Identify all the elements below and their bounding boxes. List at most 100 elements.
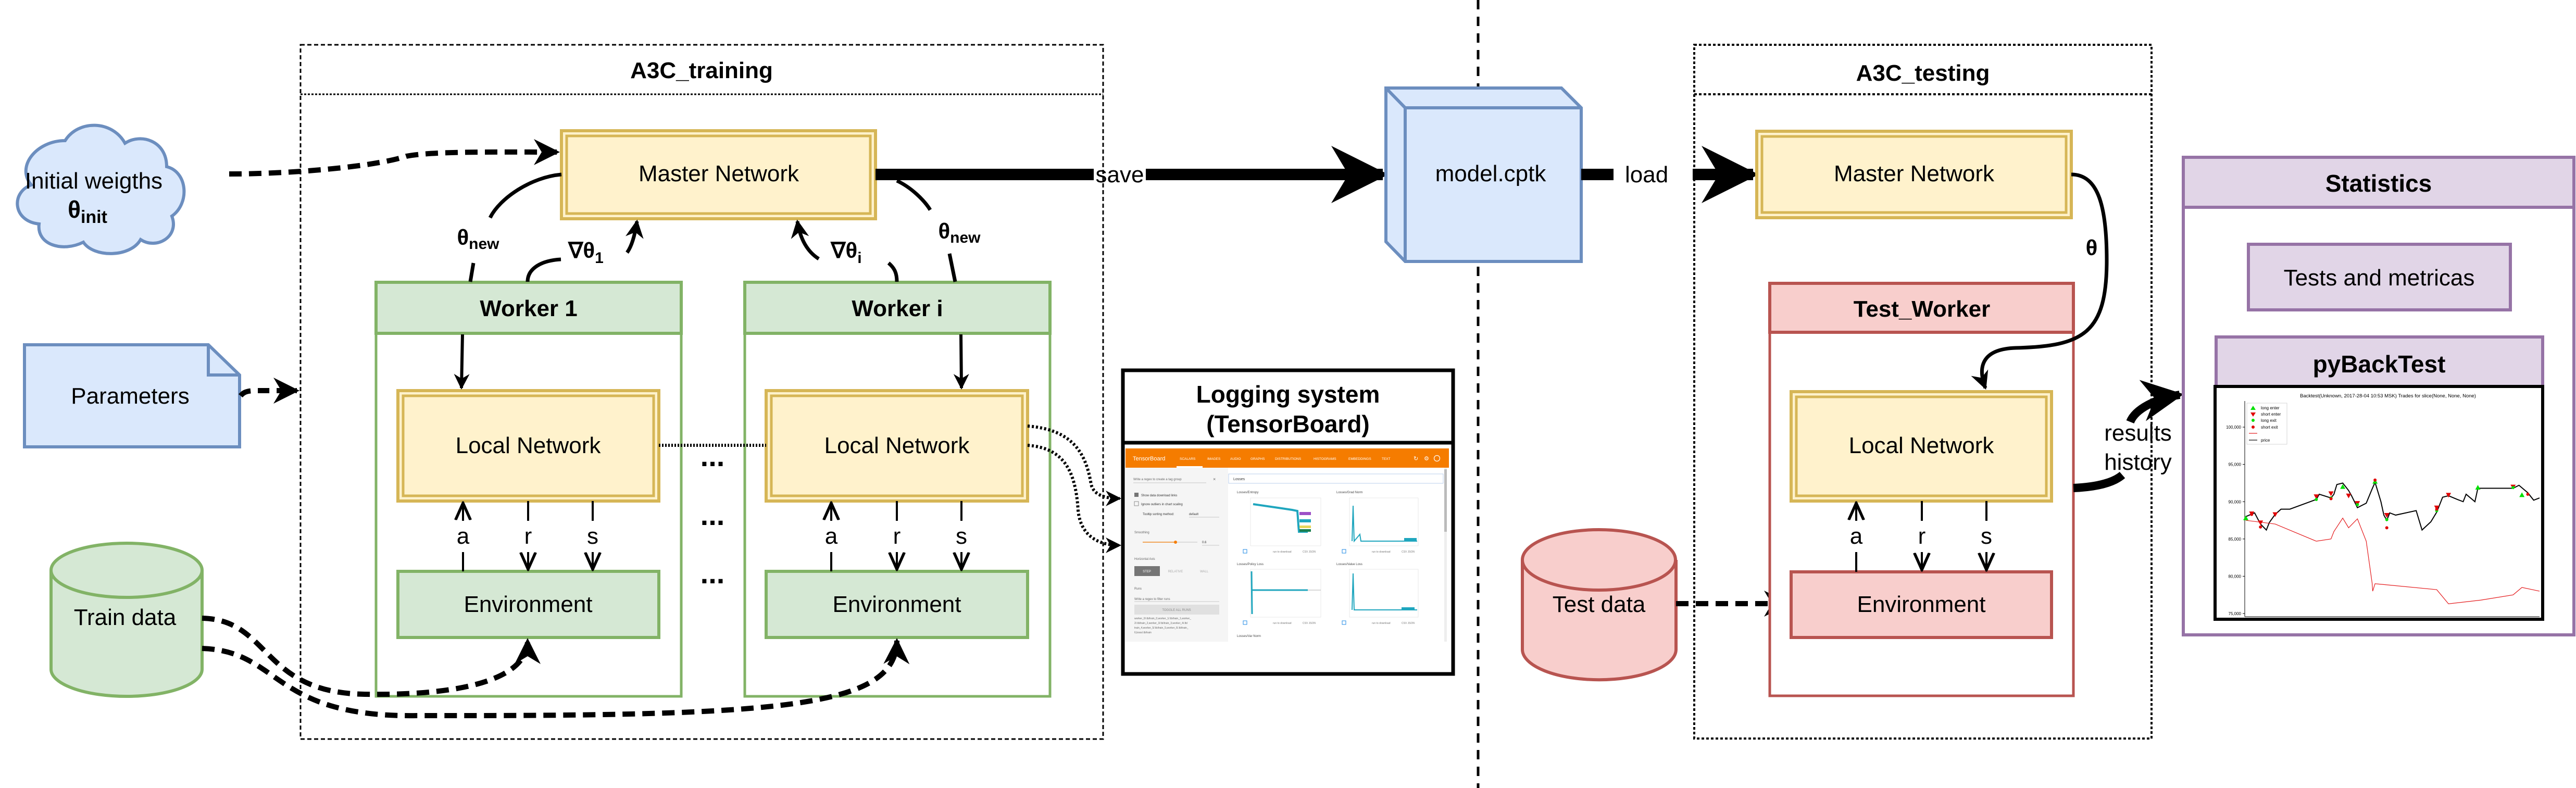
reward-label: r [524,523,532,549]
tab-graphs[interactable]: GRAPHS [1251,457,1265,461]
relative-button[interactable]: RELATIVE [1168,570,1183,573]
scrollbar[interactable] [1444,469,1447,532]
theta-new-label: θ [938,219,950,243]
reward-label: r [1918,523,1926,549]
gear-icon[interactable]: ⚙ [1424,456,1429,462]
clear-icon[interactable]: × [1213,477,1216,482]
fullscreen-icon[interactable] [1243,549,1247,554]
cloud-label: Initial weigths [25,168,162,194]
master-network-label: Master Network [639,161,799,186]
legend-short-enter-icon [2250,412,2256,417]
environment-1-label: Environment [464,592,592,617]
long-exit-marker [2356,503,2359,506]
tensorboard-screenshot: TensorBoard SCALARS IMAGES AUDIO GRAPHS … [1126,448,1449,642]
document-icon [23,343,241,448]
results-history-arrow [2073,395,2180,492]
red-series-line [2245,517,2540,605]
long-enter-marker [2475,485,2481,490]
statistics-panel: Statistics Tests and metricas pyBackTest… [2182,156,2575,636]
load-label: load [1625,162,1668,187]
download-select[interactable]: run to download [1372,622,1391,625]
wall-button[interactable]: WALL [1200,570,1209,573]
short-exit-marker [2526,492,2530,496]
short-enter-marker [2314,494,2319,499]
step-button-label: STEP [1143,570,1151,573]
run-list-line: 6,boss/.tb/train [1134,631,1152,634]
refresh-icon[interactable]: ↻ [1414,456,1418,462]
train-data-cylinder: Train data [49,542,204,698]
mini-chart-value-loss [1349,569,1419,618]
csv-json-links[interactable]: CSV JSON [1402,551,1415,554]
runs-label: Runs [1134,587,1142,591]
long-enter-marker [2340,484,2346,489]
tensorboard-brand: TensorBoard [1133,456,1165,462]
step-button[interactable] [1134,566,1160,576]
statistics-title: Statistics [2325,170,2432,197]
gradient-1-arrow [526,257,561,282]
a3c-training-container: A3C_training Master Network Worker 1 Loc… [299,44,1104,740]
train-data-arrow-2 [202,638,910,719]
theta-subscript: init [81,207,107,227]
help-icon[interactable] [1433,455,1441,462]
long-exit-marker [2511,486,2515,490]
svg-text:θinit: θinit [68,196,107,227]
gradient-1-subscript: 1 [595,249,604,267]
y-tick-label: 75,000 [2229,611,2242,616]
legend-long-enter: long enter [2261,406,2280,410]
smoothing-value[interactable]: 0.6 [1202,541,1207,544]
theta-new-label: θ [457,225,469,249]
master-network: Master Network [560,129,877,220]
results-label: results [2104,420,2172,446]
logging-subtitle: (TensorBoard) [1206,410,1370,437]
state-label: s [587,523,598,549]
backtest-chart: Backtest(Unknown, 2017-28-04 10:53 MSK) … [2214,385,2544,621]
short-enter-marker [2346,493,2352,498]
csv-json-links[interactable]: CSV JSON [1402,622,1415,625]
tab-scalars[interactable]: SCALARS [1180,457,1196,461]
smoothing-label: Smoothing [1134,531,1149,534]
model-file-label: model.cptk [1435,161,1547,186]
y-tick-label: 80,000 [2229,574,2242,579]
smoothing-slider-handle[interactable] [1174,541,1177,544]
environment-i-label: Environment [832,592,961,617]
y-tick-label: 90,000 [2229,499,2242,504]
csv-json-links[interactable]: CSV JSON [1303,551,1316,554]
short-exit-marker [2329,497,2333,501]
csv-json-links[interactable]: CSV JSON [1303,622,1316,625]
tag-regex-input[interactable]: Write a regex to create a tag group [1133,478,1182,481]
show-download-checkbox[interactable] [1134,493,1139,497]
tab-images[interactable]: IMAGES [1207,457,1221,461]
runs-filter-input[interactable]: Write a regex to filter runs [1134,598,1170,601]
chart-title-var-norm: Losses/Var Norm [1237,635,1261,638]
download-select[interactable]: run to download [1372,551,1391,554]
gradient-i-subscript: i [857,249,861,267]
theta-new-subscript: new [950,229,981,246]
tab-distributions[interactable]: DISTRIBUTIONS [1275,457,1302,461]
tab-text[interactable]: TEXT [1382,457,1391,461]
ellipsis: ... [701,498,725,531]
download-select[interactable]: run to download [1273,622,1292,625]
long-exit-marker [2385,518,2389,521]
tab-histograms[interactable]: HISTOGRAMS [1314,457,1336,461]
ellipsis: ... [701,557,725,590]
y-tick-label: 85,000 [2229,537,2242,542]
logging-arrow-2 [1027,444,1121,553]
tab-audio[interactable]: AUDIO [1230,457,1241,461]
tab-embeddings[interactable]: EMBEDDINGS [1348,457,1371,461]
reward-label: r [893,523,901,549]
toggle-all-runs-button[interactable] [1134,605,1219,615]
short-exit-marker [2435,507,2439,511]
parameters-label: Parameters [71,383,189,409]
initial-weights-arrow [229,139,560,177]
tooltip-sorting-select[interactable]: default [1189,513,1198,516]
fullscreen-icon[interactable] [1243,620,1247,625]
tag-search-input[interactable] [1228,473,1444,484]
fullscreen-icon[interactable] [1342,549,1346,554]
legend-short-enter: short enter [2261,412,2281,417]
tag-search-value[interactable]: Losses [1233,478,1245,481]
theta-new-subscript: new [469,235,499,253]
download-select[interactable]: run to download [1273,551,1292,554]
chart-title-policy-loss: Losses/Policy Loss [1237,563,1264,566]
ignore-outliers-checkbox[interactable] [1134,501,1139,506]
fullscreen-icon[interactable] [1342,620,1346,625]
